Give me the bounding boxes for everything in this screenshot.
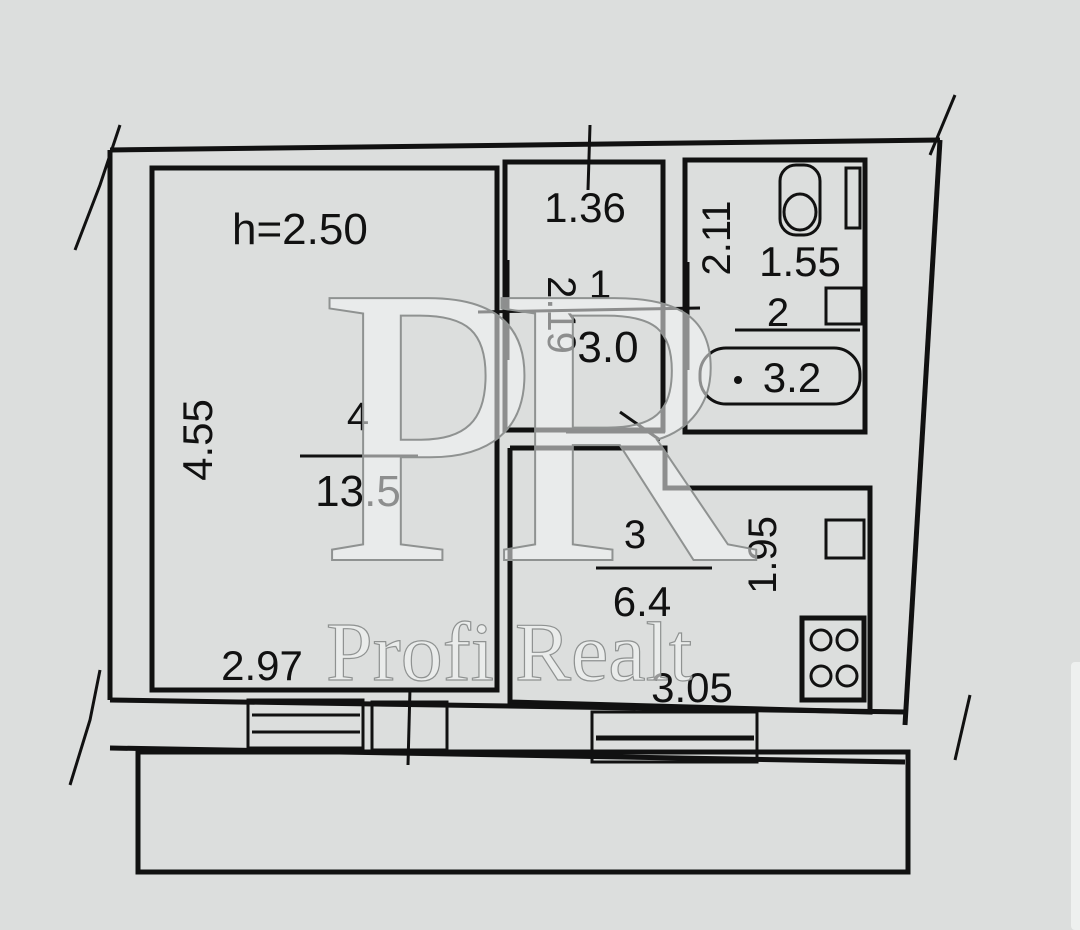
watermark-monogram-r: R (490, 204, 759, 647)
room-4-area: 13.5 (315, 467, 401, 516)
door-marks (477, 124, 701, 442)
room-4-width-dim: 2.97 (221, 642, 303, 689)
room-4-number: 4 (347, 395, 369, 439)
hall-length-dim: 2.19 (539, 276, 583, 354)
room-3-area: 6.4 (613, 578, 671, 625)
kitchen-fixtures (799, 518, 867, 703)
kitchen-width-dim: 3.05 (651, 664, 733, 711)
plan-labels: h=2.50 4 13.5 4.55 2.97 1.36 1 3.0 2.19 … (174, 184, 841, 711)
room-4-outline (149, 165, 500, 693)
kitchen-length-dim: 1.95 (741, 516, 785, 594)
room-3-outline (507, 445, 873, 715)
room-3-number: 3 (624, 513, 646, 557)
bath-length-dim: 2.11 (695, 201, 739, 276)
outer-walls (68, 94, 972, 786)
room-4-height-dim: 4.55 (174, 399, 221, 481)
room-1-outline (502, 159, 666, 433)
room-1-number: 1 (589, 263, 611, 307)
watermark-brand: Profi Realt (326, 606, 692, 699)
watermark-monogram-p: P (318, 204, 540, 647)
balcony (109, 687, 911, 875)
bath-width-dim: 1.55 (759, 238, 841, 285)
room-2-area: 3.2 (763, 354, 821, 401)
scrollbar-thumb[interactable] (1071, 662, 1080, 930)
bathroom-fixtures (698, 163, 864, 406)
ceiling-height-label: h=2.50 (232, 205, 368, 254)
hall-width-dim: 1.36 (544, 184, 626, 231)
room-2-number: 2 (767, 291, 789, 335)
watermark: P R Profi Realt (317, 203, 760, 700)
room-2-outline (682, 157, 868, 435)
room-1-area: 3.0 (577, 323, 638, 372)
